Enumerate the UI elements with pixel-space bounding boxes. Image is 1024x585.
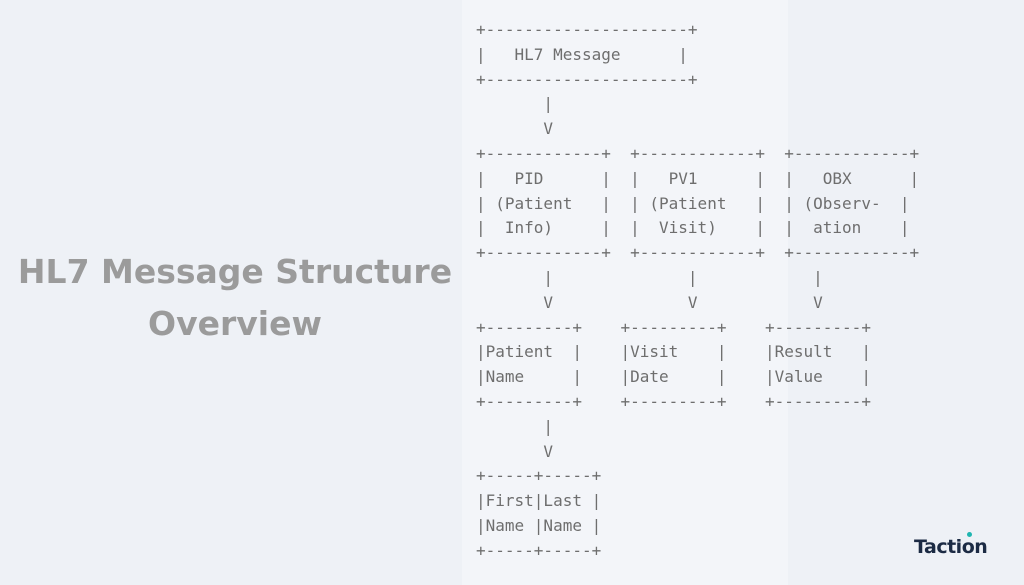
hl7-structure-diagram: +---------------------+ | HL7 Message | +-… <box>476 18 919 564</box>
logo-text-end: n <box>974 536 988 558</box>
diagram-line: +------------+ +------------+ +---------… <box>476 143 920 163</box>
diagram-line: | <box>476 94 554 114</box>
diagram-line: | <box>476 416 554 436</box>
diagram-line: +-----+-----+ <box>476 466 602 486</box>
diagram-line: +---------------------+ <box>476 69 698 89</box>
diagram-line: | (Patient | | (Patient | | (Observ- | <box>476 193 910 213</box>
diagram-line: +---------+ +---------+ +---------+ <box>476 317 871 337</box>
title-line-2: Overview <box>148 304 322 343</box>
diagram-line: | PID | | PV1 | | OBX | <box>476 168 920 188</box>
diagram-line: +-----+-----+ <box>476 540 602 560</box>
diagram-line: | Info) | | Visit) | | ation | <box>476 218 910 238</box>
diagram-panel <box>462 0 788 585</box>
title-line-1: HL7 Message Structure <box>17 252 453 291</box>
diagram-line: +---------------------+ <box>476 20 698 39</box>
diagram-line: | HL7 Message | <box>476 44 688 64</box>
logo-accent-dot <box>966 532 972 537</box>
diagram-line: +------------+ +------------+ +---------… <box>476 243 920 263</box>
diagram-line: V V V <box>476 292 823 312</box>
diagram-line: |Name | |Date | |Value | <box>476 367 871 387</box>
page-title: HL7 Message Structure Overview <box>0 246 470 350</box>
logo-accent-letter: o <box>962 532 975 558</box>
diagram-line: V <box>476 441 554 461</box>
logo-text-start: Tacti <box>914 536 962 558</box>
diagram-line: +---------+ +---------+ +---------+ <box>476 391 871 411</box>
diagram-line: |First|Last | <box>476 491 602 511</box>
diagram-line: V <box>476 119 554 139</box>
diagram-line: |Patient | |Visit | |Result | <box>476 342 871 362</box>
diagram-line: |Name |Name | <box>476 515 602 535</box>
diagram-line: | | | <box>476 267 823 287</box>
